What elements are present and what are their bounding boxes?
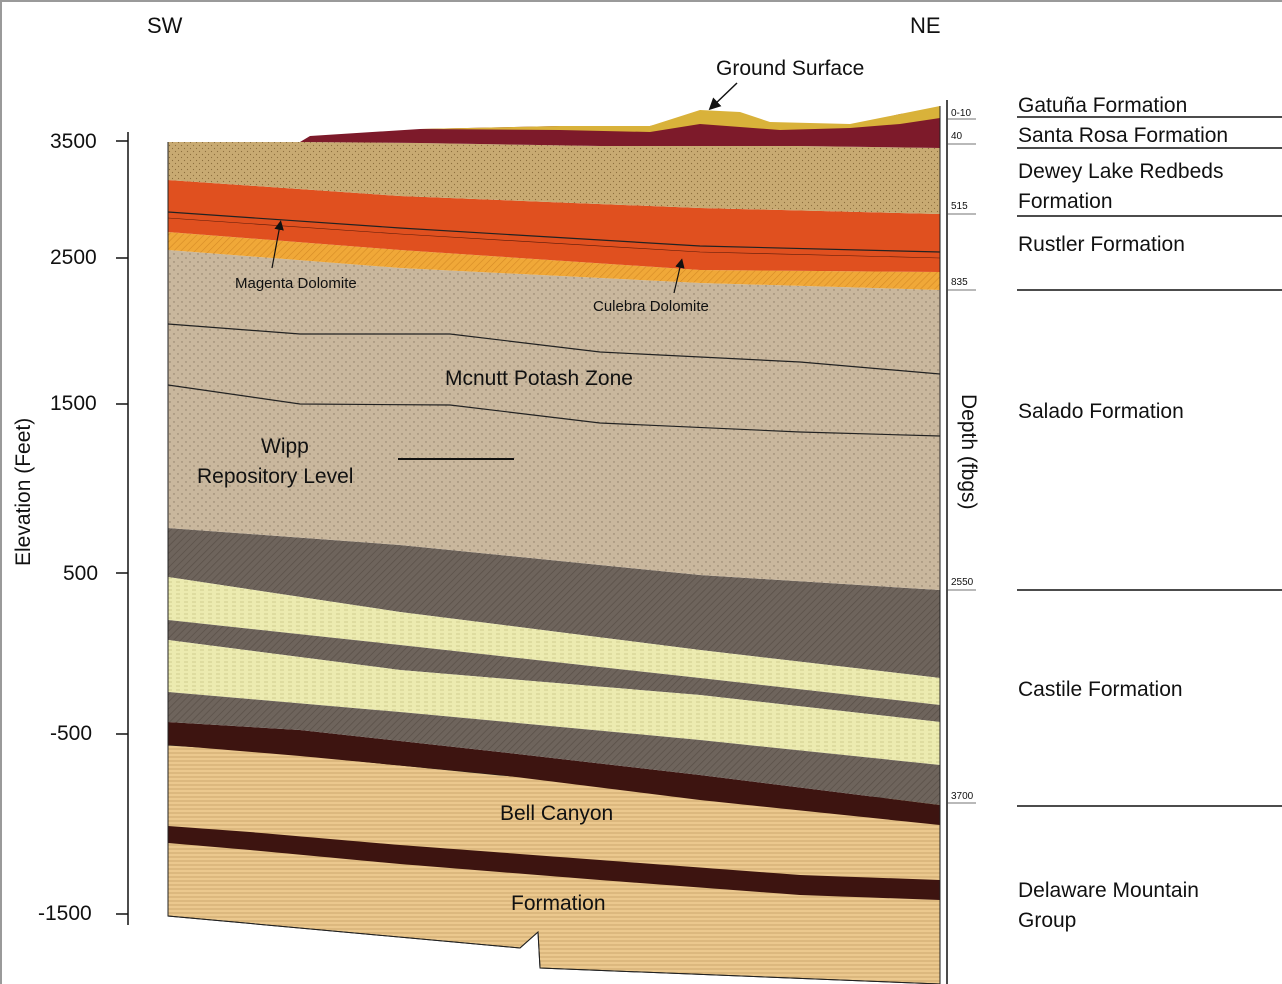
formation-name-dewey-lake-line2: Formation — [1018, 190, 1113, 213]
culebra-dolomite-label: Culebra Dolomite — [593, 298, 709, 315]
formation-name-rustler: Rustler Formation — [1018, 233, 1185, 256]
castile-anhydrite-1 — [168, 528, 940, 678]
formation-name-delaware-line2: Group — [1018, 909, 1077, 932]
depth-mark: 40 — [951, 131, 963, 142]
formation-name-dewey-lake: Dewey Lake Redbeds — [1018, 160, 1224, 183]
culebra-dolomite-layer — [168, 232, 940, 290]
bell-canyon-top-band — [168, 722, 940, 825]
formation-name-delaware: Delaware Mountain — [1018, 879, 1199, 902]
sw-label: SW — [147, 13, 183, 38]
mcnutt-potash-zone-label: Mcnutt Potash Zone — [445, 367, 633, 390]
depth-mark: 835 — [951, 277, 968, 288]
salado-layer — [168, 250, 940, 590]
formation-name-santa-rosa: Santa Rosa Formation — [1018, 124, 1229, 147]
bell-canyon-label: Bell Canyon — [500, 802, 614, 825]
magenta-arrow — [271, 220, 284, 269]
formation-label: Formation — [511, 892, 606, 915]
mcnutt-lower-line — [167, 384, 941, 437]
elevation-tick-label: 2500 — [50, 246, 97, 269]
elevation-tick-label: -500 — [50, 722, 93, 745]
section-outline — [167, 106, 941, 984]
lower-dark-band — [168, 826, 940, 900]
rustler-thin-line — [167, 217, 941, 259]
depth-mark: 2550 — [951, 577, 974, 588]
ground-surface-label: Ground Surface — [716, 57, 865, 80]
formation-name-gatuna: Gatuña Formation — [1018, 94, 1188, 117]
elevation-axis-title: Elevation (Feet) — [12, 417, 35, 566]
depth-mark: 0-10 — [951, 108, 972, 119]
depth-mark: 3700 — [951, 791, 974, 802]
dewey-lake-layer — [168, 142, 940, 214]
castile-anhydrite-2 — [168, 620, 940, 722]
formation-name-salado: Salado Formation — [1018, 400, 1184, 423]
castile-halite-2 — [168, 640, 940, 765]
gatuna-layer — [420, 106, 940, 132]
culebra-arrow — [673, 258, 685, 294]
wipp-label: Wipp — [261, 435, 309, 458]
ne-label: NE — [910, 13, 941, 38]
rustler-layer — [168, 180, 940, 272]
depth-mark: 515 — [951, 201, 968, 212]
formation-name-castile: Castile Formation — [1018, 678, 1183, 701]
magenta-dolomite-label: Magenta Dolomite — [235, 275, 357, 292]
castile-halite-1 — [168, 577, 940, 705]
castile-anhydrite-3 — [168, 692, 940, 805]
mcnutt-upper-line — [167, 323, 941, 375]
elevation-tick-label: 500 — [63, 562, 99, 585]
repository-level-label: Repository Level — [197, 465, 354, 488]
ground-surface-arrow — [708, 82, 738, 111]
elevation-tick-label: -1500 — [38, 902, 92, 925]
elevation-tick-label: 1500 — [50, 392, 97, 415]
magenta-dolomite-line — [167, 211, 941, 253]
elevation-tick-label: 3500 — [50, 130, 97, 153]
depth-axis-title: Depth (fbgs) — [957, 394, 980, 510]
